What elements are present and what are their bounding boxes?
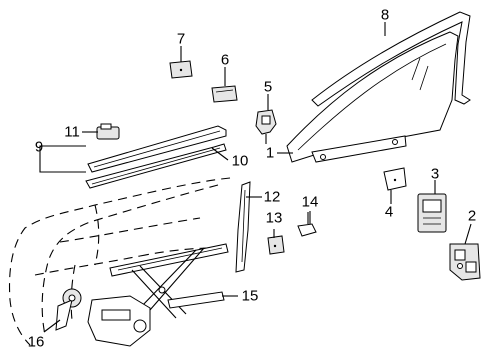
control-module [417,193,447,233]
retainer-clip [297,212,317,237]
callout-2: 2 [467,207,477,225]
belt-weatherstrips [85,125,227,189]
window-regulator [87,243,229,347]
glass-run-channel [311,11,471,107]
guide-rail [235,181,251,273]
callout-7: 7 [176,30,186,48]
callout-5: 5 [263,78,273,96]
regulator-motor [55,288,82,331]
callout-1: 1 [265,144,275,162]
callout-12: 12 [263,188,281,206]
door-glass [286,31,459,163]
callout-4: 4 [384,203,394,221]
callout-3: 3 [430,165,440,183]
bracket [267,235,285,255]
callout-10: 10 [231,152,249,170]
callout-9: 9 [34,138,44,156]
callout-6: 6 [220,51,230,69]
leader-lines [39,22,472,333]
callout-13: 13 [265,209,283,227]
callout-8: 8 [380,6,390,24]
door-hinge [449,243,481,281]
cover-trim [383,167,407,191]
callout-14: 14 [301,193,319,211]
callout-15: 15 [241,287,259,305]
cover-small [169,60,193,79]
clip [96,123,120,140]
door-panel-outline [9,177,231,346]
lock-actuator [255,109,277,144]
callout-11: 11 [64,123,80,141]
callout-16: 16 [27,333,45,351]
switch-bezel [211,85,238,103]
